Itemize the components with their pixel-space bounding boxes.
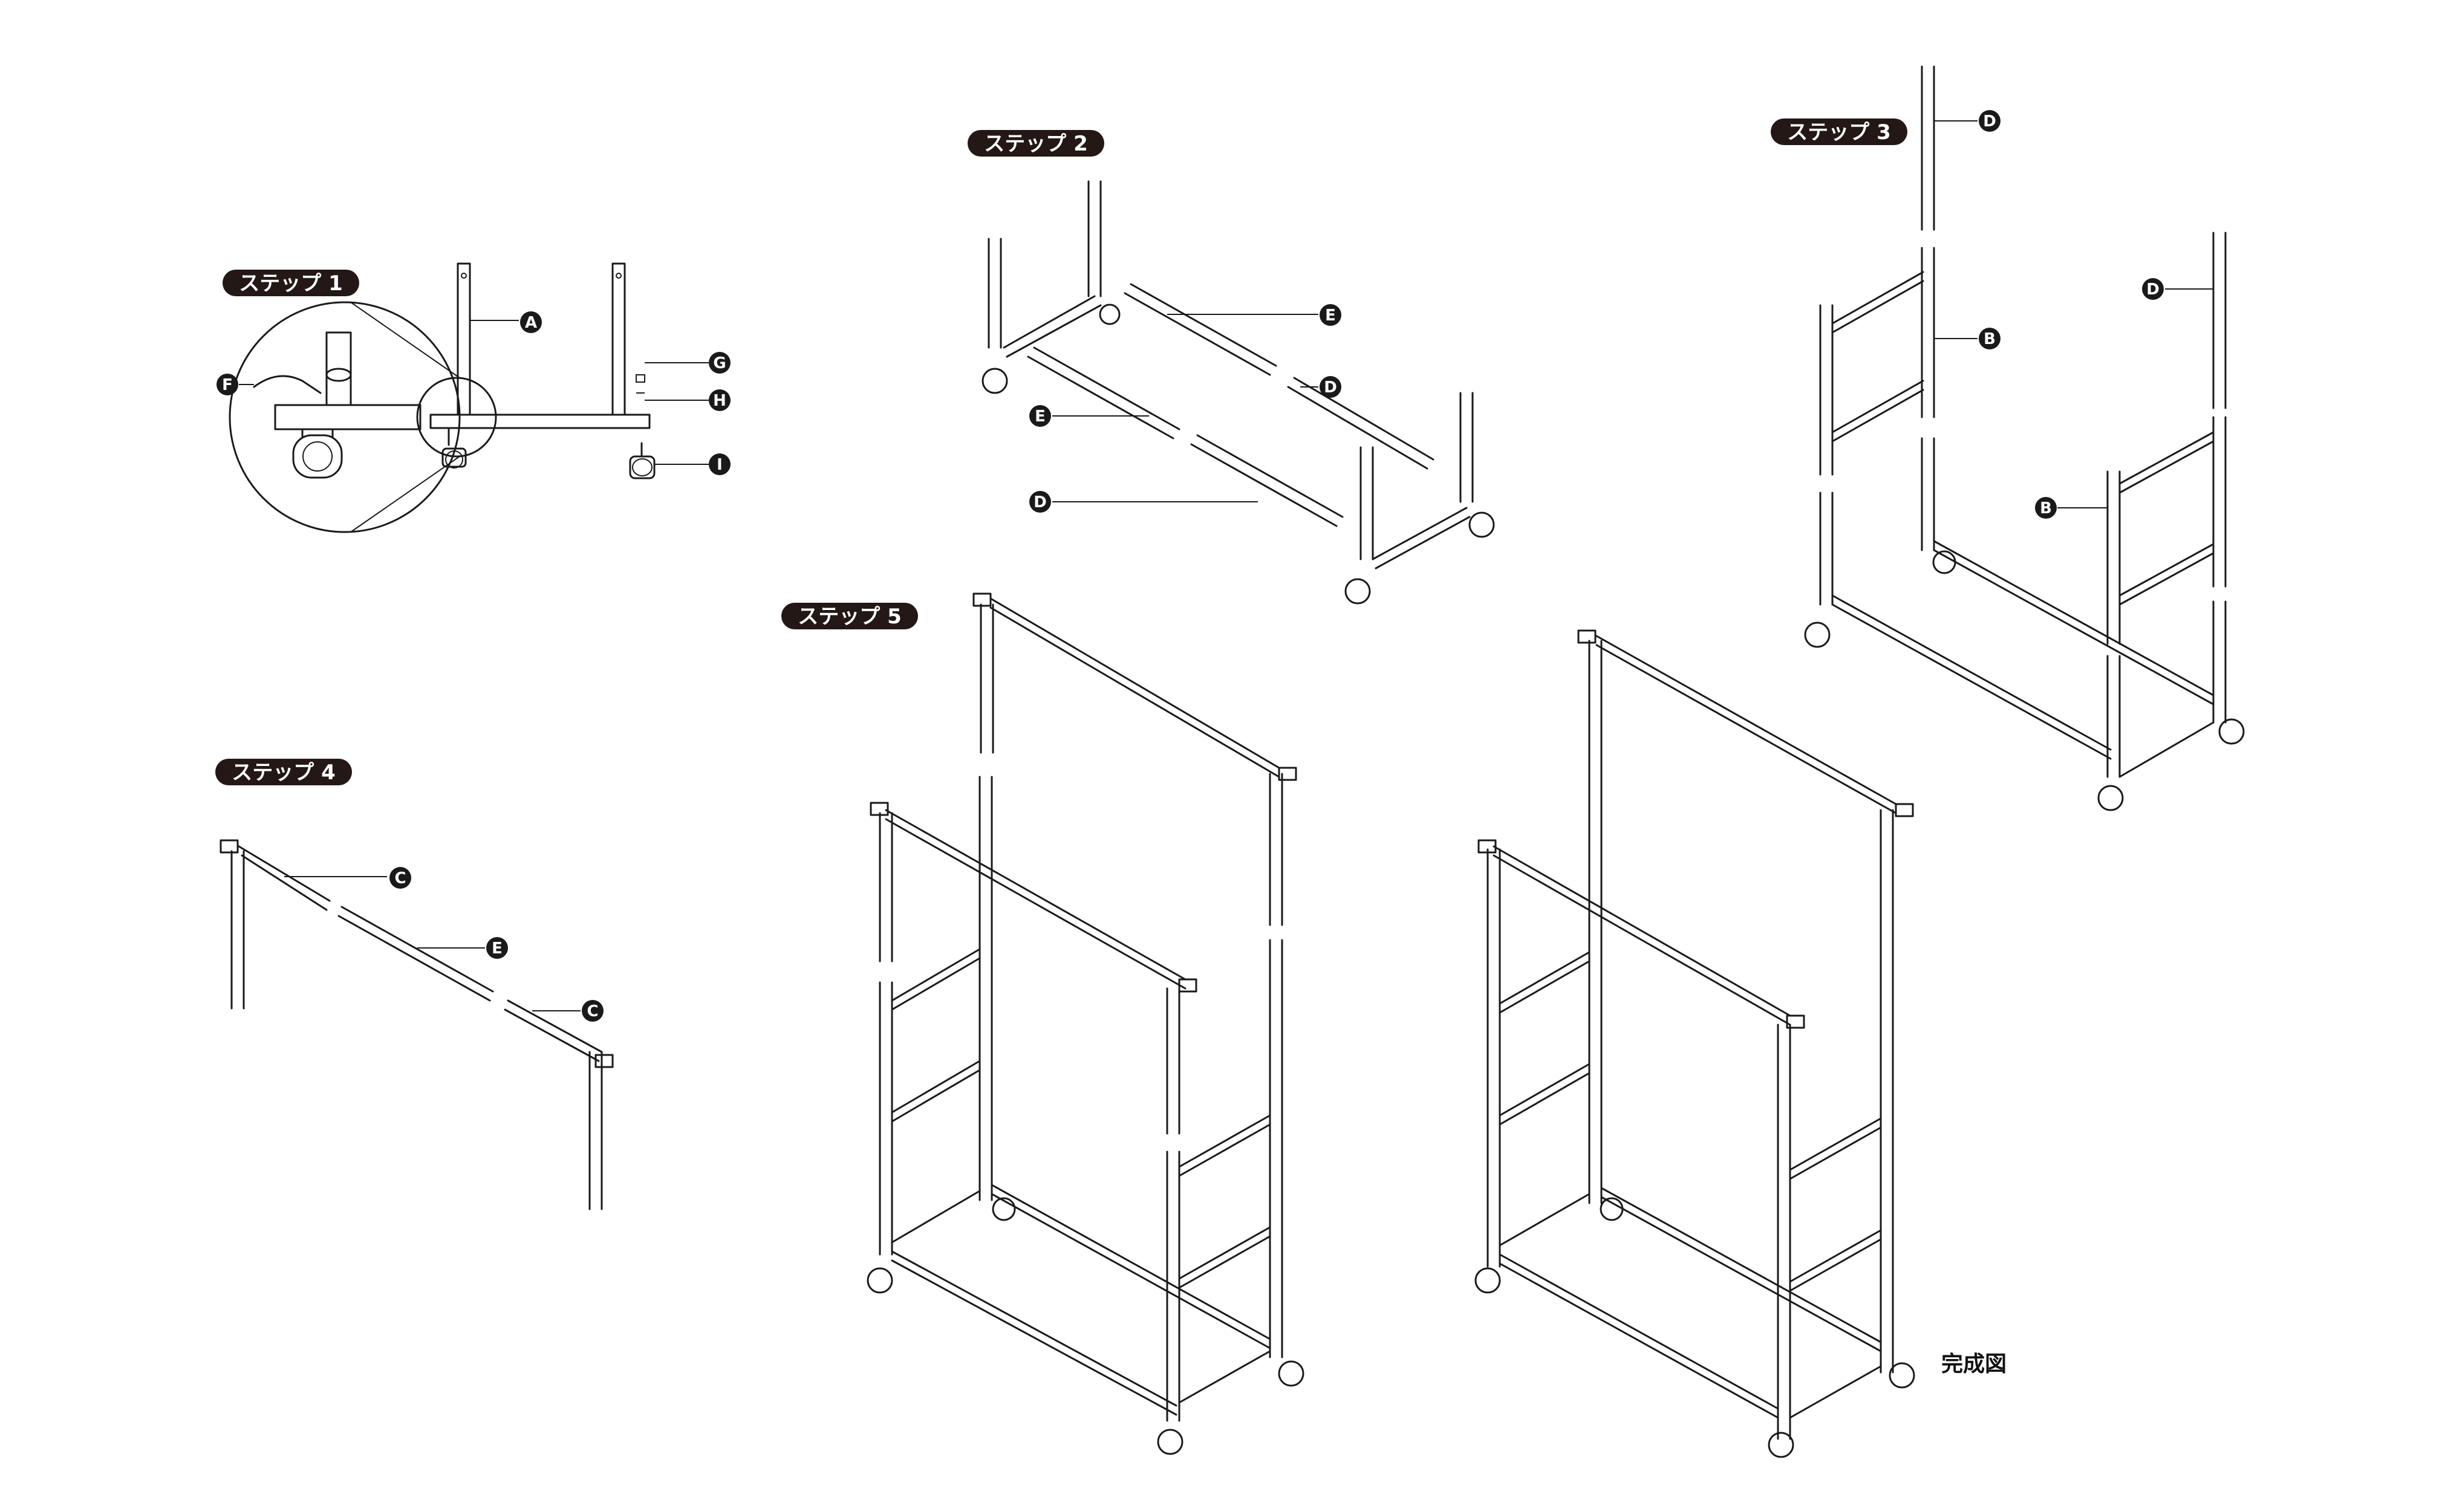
part-label-d-step2-upper: D bbox=[1320, 376, 1341, 398]
step-4: ステップ 4 C E C bbox=[215, 759, 614, 1210]
step-2: ステップ 2 E bbox=[968, 130, 1495, 605]
step-5-frame bbox=[867, 592, 1304, 1455]
svg-text:C: C bbox=[587, 1002, 598, 1020]
part-label-d-step3-right: D bbox=[2142, 278, 2164, 300]
part-label-i: I bbox=[709, 453, 731, 475]
step-4-label: ステップ 4 bbox=[232, 761, 336, 785]
svg-text:D: D bbox=[1983, 112, 1996, 131]
svg-text:E: E bbox=[492, 939, 503, 958]
svg-text:E: E bbox=[1325, 307, 1336, 325]
svg-text:C: C bbox=[394, 869, 406, 887]
step-5-label: ステップ 5 bbox=[798, 605, 902, 629]
svg-text:F: F bbox=[222, 376, 233, 394]
step-5: ステップ 5 bbox=[781, 592, 1304, 1455]
svg-text:E: E bbox=[1035, 407, 1046, 426]
caster-part-i bbox=[629, 442, 656, 479]
svg-text:B: B bbox=[1984, 330, 1996, 348]
step-3-badge: ステップ 3 bbox=[1771, 118, 1907, 145]
part-label-e-step2-lower: E bbox=[1029, 405, 1051, 427]
step-1-label: ステップ 1 bbox=[239, 271, 343, 296]
step-2-label: ステップ 2 bbox=[984, 132, 1088, 156]
step-4-frame bbox=[220, 839, 614, 1210]
completed-label: 完成図 bbox=[1941, 1352, 2007, 1377]
step-1: ステップ 1 bbox=[217, 262, 731, 533]
part-label-c-step4-left: C bbox=[389, 867, 411, 889]
part-label-a: A bbox=[520, 311, 542, 333]
part-label-h: H bbox=[709, 389, 731, 411]
step-3-frame bbox=[1804, 65, 2245, 811]
svg-text:G: G bbox=[713, 354, 726, 372]
svg-text:D: D bbox=[1324, 378, 1337, 397]
part-label-f: F bbox=[217, 374, 238, 395]
part-label-b-step3-upper: B bbox=[1979, 328, 2001, 349]
step-1-badge: ステップ 1 bbox=[223, 270, 359, 296]
svg-text:H: H bbox=[713, 392, 726, 410]
part-label-d-step2-lower: D bbox=[1029, 491, 1051, 513]
svg-text:D: D bbox=[1034, 493, 1047, 511]
part-label-e-step4: E bbox=[486, 937, 508, 959]
part-label-c-step4-right: C bbox=[582, 1000, 604, 1022]
step-2-badge: ステップ 2 bbox=[968, 130, 1104, 157]
step-1-detail-magnifier bbox=[229, 301, 497, 533]
step-4-badge: ステップ 4 bbox=[215, 759, 352, 785]
completed-frame bbox=[1474, 629, 1915, 1458]
step-2-frame bbox=[982, 180, 1495, 605]
step-3: ステップ 3 bbox=[1771, 65, 2245, 811]
part-label-e-step2-upper: E bbox=[1320, 304, 1341, 326]
part-label-b-step3-lower: B bbox=[2035, 497, 2057, 519]
svg-text:B: B bbox=[2040, 499, 2052, 518]
step-5-badge: ステップ 5 bbox=[781, 603, 918, 629]
svg-text:D: D bbox=[2146, 281, 2160, 299]
svg-text:I: I bbox=[717, 456, 723, 474]
part-label-d-step3-top: D bbox=[1979, 110, 2001, 132]
svg-text:A: A bbox=[525, 314, 537, 332]
completed-rack: 完成図 bbox=[1474, 629, 2007, 1458]
part-label-g: G bbox=[709, 352, 731, 374]
step-1-base-frame bbox=[429, 262, 651, 469]
step-3-label: ステップ 3 bbox=[1787, 120, 1891, 144]
